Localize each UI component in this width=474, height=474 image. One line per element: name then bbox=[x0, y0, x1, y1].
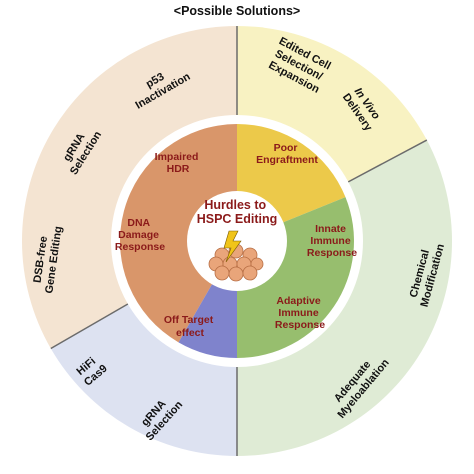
cell-circle bbox=[228, 266, 244, 282]
cell-circle bbox=[242, 265, 258, 281]
label-impaired-hdr: Impaired HDR bbox=[155, 151, 202, 175]
divider-left bbox=[50, 303, 129, 350]
cell-circle bbox=[214, 265, 230, 281]
label-innate-immune-response: Innate Immune Response bbox=[307, 223, 357, 259]
center-title: Hurdles to HSPC Editing bbox=[197, 198, 278, 226]
label-adaptive-immune-response: Adaptive Immune Response bbox=[275, 295, 325, 331]
label-dna-damage-response: DNA Damage Response bbox=[115, 217, 165, 253]
label-poor-engraftment: Poor Engraftment bbox=[256, 142, 318, 166]
diagram-title: <Possible Solutions> bbox=[174, 4, 300, 18]
lightning-bolt-icon bbox=[223, 230, 242, 263]
divider-right bbox=[347, 139, 428, 183]
inner-sector-orange bbox=[120, 124, 237, 343]
label-off-target-effect: Off Target effect bbox=[164, 314, 216, 339]
cell-cluster-icon bbox=[208, 243, 264, 282]
